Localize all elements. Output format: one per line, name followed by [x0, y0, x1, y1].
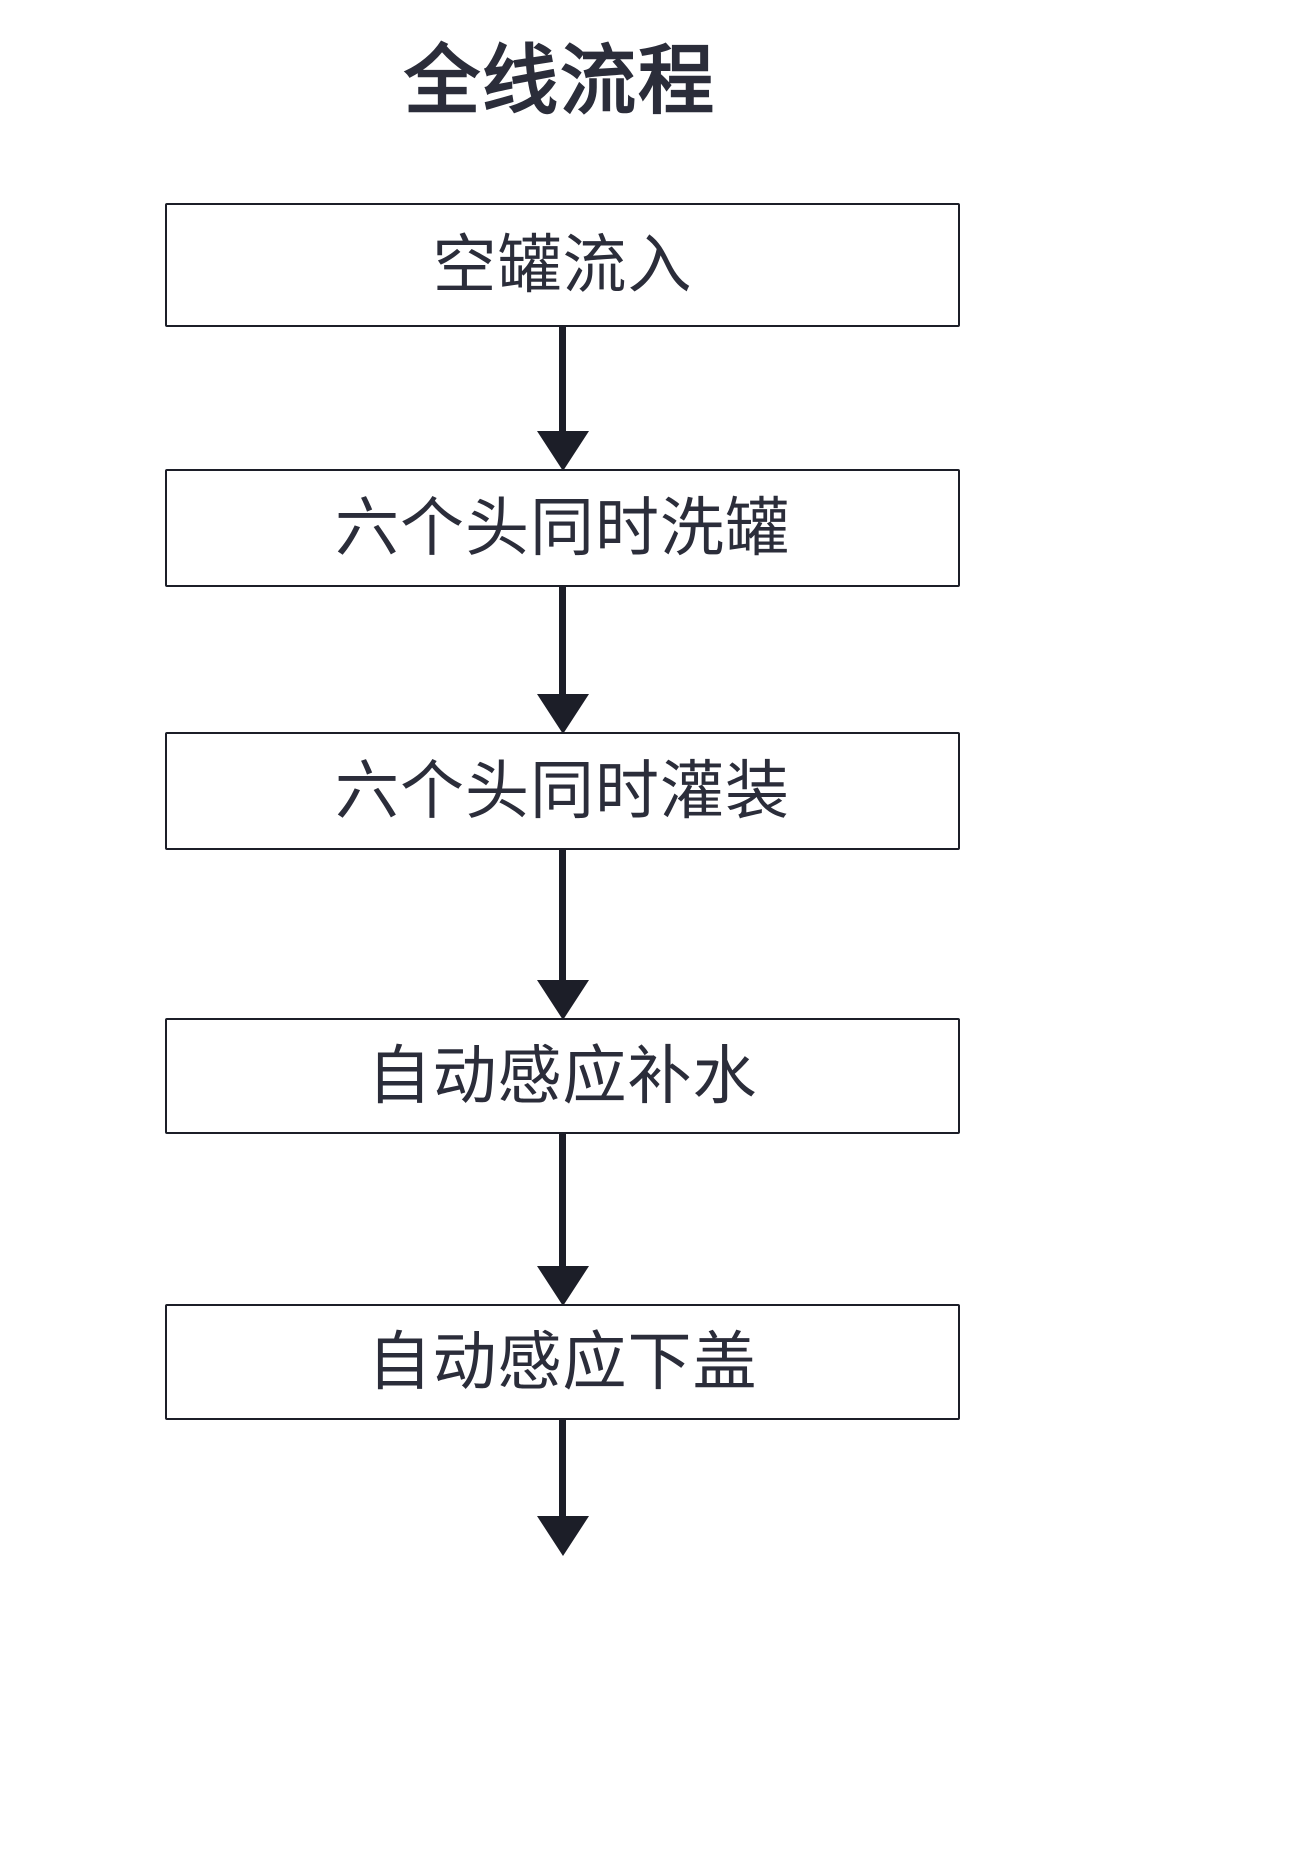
connector-line	[559, 587, 566, 698]
flow-node-stack: 空罐流入 六个头同时洗罐 六个头同时灌装 自动感应补水	[165, 203, 960, 1556]
down-arrow-icon	[536, 980, 589, 1020]
flow-node-step-5[interactable]: 自动感应下盖	[165, 1304, 960, 1420]
page-title: 全线流程	[404, 39, 716, 124]
flow-node-label: 六个头同时洗罐	[335, 492, 790, 564]
flow-node-step-1[interactable]: 空罐流入	[165, 203, 960, 327]
connector-line	[559, 327, 566, 435]
flow-node-step-2[interactable]: 六个头同时洗罐	[165, 469, 960, 587]
flow-connector-arrow-5	[165, 1420, 960, 1556]
flow-connector-arrow-2	[165, 587, 960, 734]
flow-node-label: 自动感应下盖	[367, 1326, 758, 1398]
down-arrow-icon	[536, 1266, 589, 1306]
down-arrow-icon	[536, 1516, 589, 1556]
down-arrow-icon	[536, 431, 589, 471]
connector-line	[559, 1134, 566, 1270]
flow-connector-arrow-3	[165, 850, 960, 1020]
connector-line	[559, 1420, 566, 1520]
flow-connector-arrow-1	[165, 327, 960, 471]
flow-node-label: 六个头同时灌装	[335, 755, 790, 827]
flow-node-label: 空罐流入	[432, 229, 693, 301]
flow-node-label: 自动感应补水	[367, 1040, 758, 1112]
flow-node-step-3[interactable]: 六个头同时灌装	[165, 732, 960, 850]
flow-node-step-4[interactable]: 自动感应补水	[165, 1018, 960, 1134]
down-arrow-icon	[536, 694, 589, 734]
flow-connector-arrow-4	[165, 1134, 960, 1306]
connector-line	[559, 850, 566, 984]
